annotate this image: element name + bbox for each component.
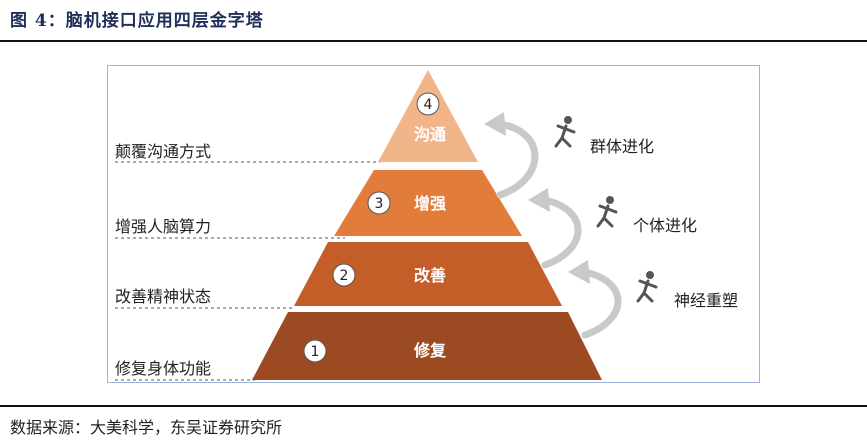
evolution-label-individual: 个体进化	[633, 216, 698, 235]
level-number-2: 2	[340, 268, 349, 284]
level-number-badge-4: 4	[416, 92, 440, 116]
pyramid-layer-1	[252, 312, 602, 380]
arrowhead-icon	[528, 188, 550, 212]
level-number-3: 3	[375, 196, 384, 212]
bottom-rule	[0, 405, 867, 407]
curved-arrow-icon	[496, 120, 539, 199]
level-number-badge-2: 2	[332, 263, 356, 287]
source-note: 数据来源：大美科学，东吴证券研究所	[10, 418, 283, 437]
level-label-1: 修复	[413, 341, 447, 360]
pyramid-layer-4	[378, 70, 478, 162]
level-number-badge-1: 1	[303, 339, 327, 363]
pyramid-layer-2	[294, 242, 562, 306]
side-label-3: 增强人脑算力	[115, 217, 212, 236]
level-label-3: 增强	[414, 194, 446, 213]
running-person-icon	[596, 196, 618, 228]
arrowhead-icon	[568, 260, 590, 284]
curved-arrow-icon	[581, 268, 622, 339]
pyramid-layer-3	[334, 170, 522, 236]
running-person-icon	[554, 116, 576, 148]
arrowhead-icon	[484, 112, 506, 136]
level-number-badge-3: 3	[367, 191, 391, 215]
diagram-frame	[107, 65, 760, 383]
side-label-4: 颠覆沟通方式	[115, 142, 212, 161]
curved-arrow-icon	[541, 196, 582, 269]
figure-title: 图 4：脑机接口应用四层金字塔	[10, 11, 264, 31]
top-rule	[0, 40, 867, 42]
side-label-2: 改善精神状态	[115, 287, 212, 306]
level-number-4: 4	[424, 97, 433, 113]
level-label-4: 沟通	[414, 125, 446, 144]
evolution-label-group: 群体进化	[590, 137, 655, 156]
level-label-2: 改善	[414, 266, 446, 285]
evolution-label-neural: 神经重塑	[674, 291, 739, 310]
running-person-icon	[636, 271, 658, 303]
side-label-1: 修复身体功能	[115, 359, 212, 378]
level-number-1: 1	[311, 344, 320, 360]
